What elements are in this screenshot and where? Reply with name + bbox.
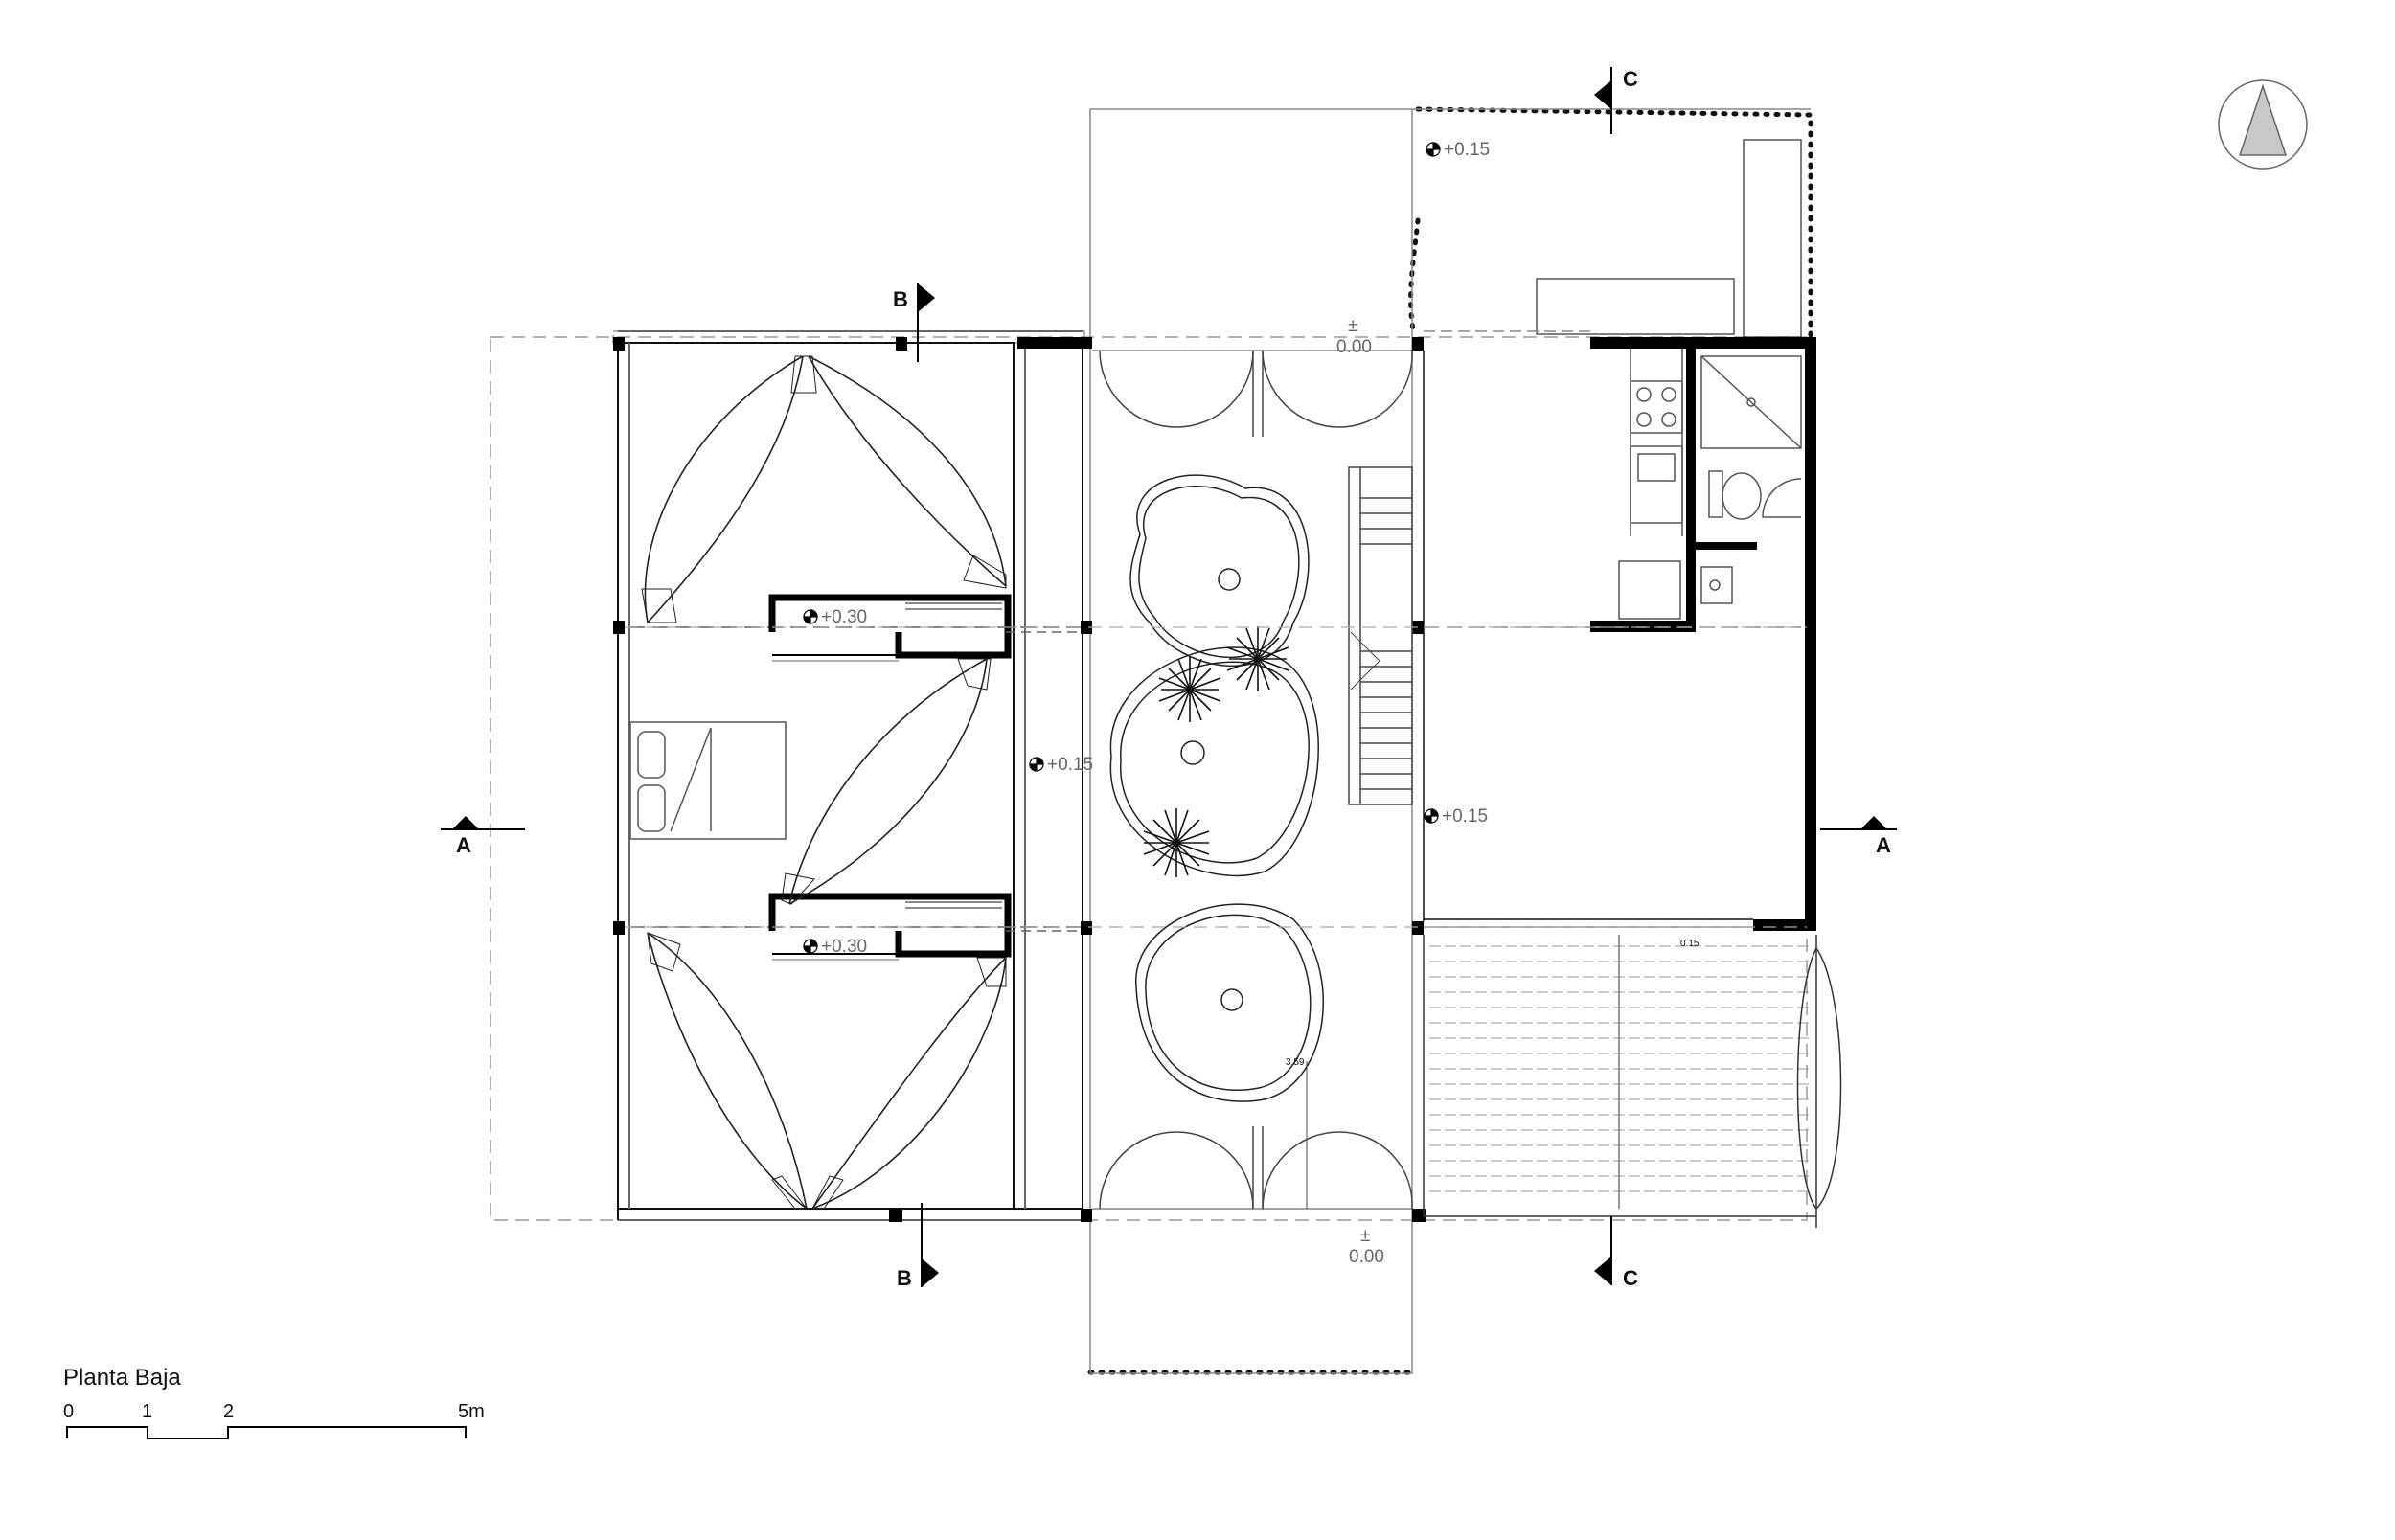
stair [1306,466,1413,1209]
scale-bar [66,1426,467,1439]
deck [1429,945,1811,1192]
level-entry-bottom-sign: ± [1360,1226,1370,1246]
bathroom-lower [768,893,1012,961]
service-bathroom [1700,355,1802,604]
bath-partitions [905,602,1083,932]
level-living: +0.15 [1442,806,1488,827]
level-entry-bottom: 0.00 [1349,1247,1384,1267]
bed [629,721,787,840]
structural-walls [613,337,1816,1222]
section-c-bottom-label: C [1623,1266,1638,1290]
section-a-left-label: A [456,833,471,857]
section-c-top-label: C [1623,67,1638,91]
deck-dimension: 0.15 [1680,939,1699,949]
section-marker-icon [441,67,1897,1287]
grid-axes [625,626,1807,928]
tree-icon [1109,474,1324,1102]
scale-label-0: 0 [63,1401,74,1422]
level-bath-lower: +0.30 [821,937,867,957]
garden-fence [1087,106,1813,1375]
palm-icon [1143,626,1289,877]
court-doors [1092,350,1413,1210]
kitchen [1618,349,1683,620]
level-corridor: +0.15 [1047,755,1093,775]
bathroom-upper [768,594,1012,662]
scale-label-5m: 5m [458,1401,485,1422]
level-entry-top: 0.00 [1336,337,1372,357]
yard-benches [1536,139,1802,338]
hammock-icon [641,355,1007,1210]
section-b-bottom-label: B [897,1266,912,1290]
section-b-top-label: B [893,287,908,311]
section-a-right-label: A [1876,833,1891,857]
central-court-outline [1089,108,1811,1374]
level-bath-upper: +0.30 [821,607,867,627]
stair-dimension: 3.59 [1286,1057,1305,1068]
scale-label-1: 1 [142,1401,152,1422]
drawing-title: Planta Baja [63,1365,181,1391]
level-marker-icon [803,142,1441,954]
level-entry-top-sign: ± [1348,316,1357,336]
scale-label-2: 2 [223,1401,234,1422]
deck-outline [1423,935,1842,1228]
north-arrow-icon [2218,79,2308,170]
level-yard: +0.15 [1444,140,1490,160]
